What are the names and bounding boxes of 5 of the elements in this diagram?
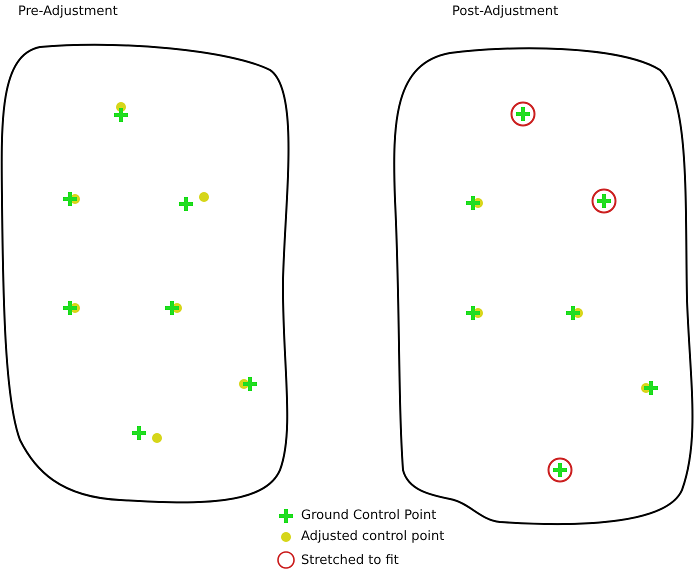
legend-text: Ground Control Point [301,508,436,523]
panel-heading: Pre-Adjustment [18,4,118,19]
panel-heading: Post-Adjustment [452,4,558,19]
legend-text: Stretched to fit [301,552,399,568]
legend-text: Adjusted control point [301,529,444,544]
